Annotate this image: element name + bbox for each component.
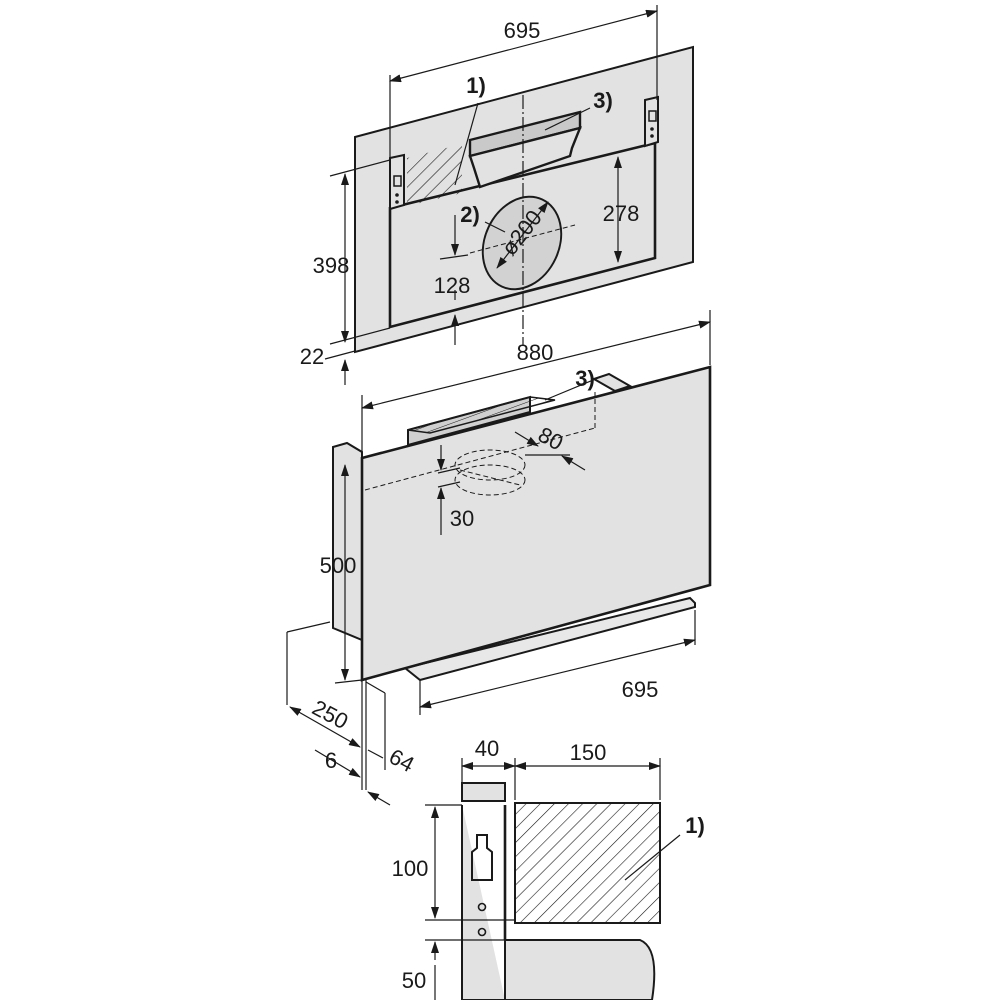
bracket-cap [461, 782, 506, 802]
outlet-offset-label: 30 [450, 506, 474, 531]
zone-height-label: 100 [392, 856, 429, 881]
mount-hole [477, 902, 487, 912]
width-label: 695 [504, 18, 541, 43]
hatched-zone [514, 802, 661, 924]
glass-label: 6 [325, 748, 337, 773]
bracket-detail-view: 40 150 100 50 1) [392, 736, 705, 1000]
width-dim-line [361, 320, 711, 410]
bracket-left [389, 153, 405, 211]
diameter-dim [496, 201, 549, 269]
ref-3-label: 3) [575, 366, 595, 391]
bracket-slot [648, 110, 657, 122]
bracket-width-label: 40 [475, 736, 499, 761]
bracket-hole [395, 193, 399, 197]
side-block-left [332, 441, 363, 642]
hood-front-view: 880 500 695 250 6 64 80 30 3) [286, 310, 712, 806]
outlet-bottom [454, 464, 526, 496]
bracket-slot [393, 175, 402, 187]
tray-width-label: 695 [622, 677, 659, 702]
width-dim-line [389, 9, 658, 83]
bottom-offset-label: 22 [300, 344, 324, 369]
ref-3-label: 3) [593, 88, 613, 113]
mount-hole [477, 927, 487, 937]
bracket-hole [650, 134, 654, 138]
width-label: 880 [517, 340, 554, 365]
hatched-zone [407, 144, 462, 206]
vent-body [468, 126, 582, 189]
wall-strip [461, 805, 656, 1000]
duct-axis [469, 224, 576, 254]
ref-2-label: 2) [460, 202, 480, 227]
outlet-top [454, 449, 526, 481]
ref-1-label: 1) [466, 73, 486, 98]
zone-width-label: 150 [570, 740, 607, 765]
depth-label: 250 [308, 695, 352, 734]
bracket-hole [650, 127, 654, 131]
bracket-hole [395, 200, 399, 204]
duct-height-label: 128 [434, 273, 471, 298]
keyhole-slot [471, 834, 493, 881]
vent-height-label: 278 [603, 201, 640, 226]
bottom-label: 50 [402, 968, 426, 993]
ref-1-label: 1) [685, 813, 705, 838]
height-label: 398 [313, 253, 350, 278]
offset-label: 64 [385, 744, 418, 778]
wall-plate-view: 695 398 22 278 128 ø200 1) 2) 3) [300, 5, 694, 385]
glass-panel [360, 365, 712, 682]
height-label: 500 [320, 553, 357, 578]
